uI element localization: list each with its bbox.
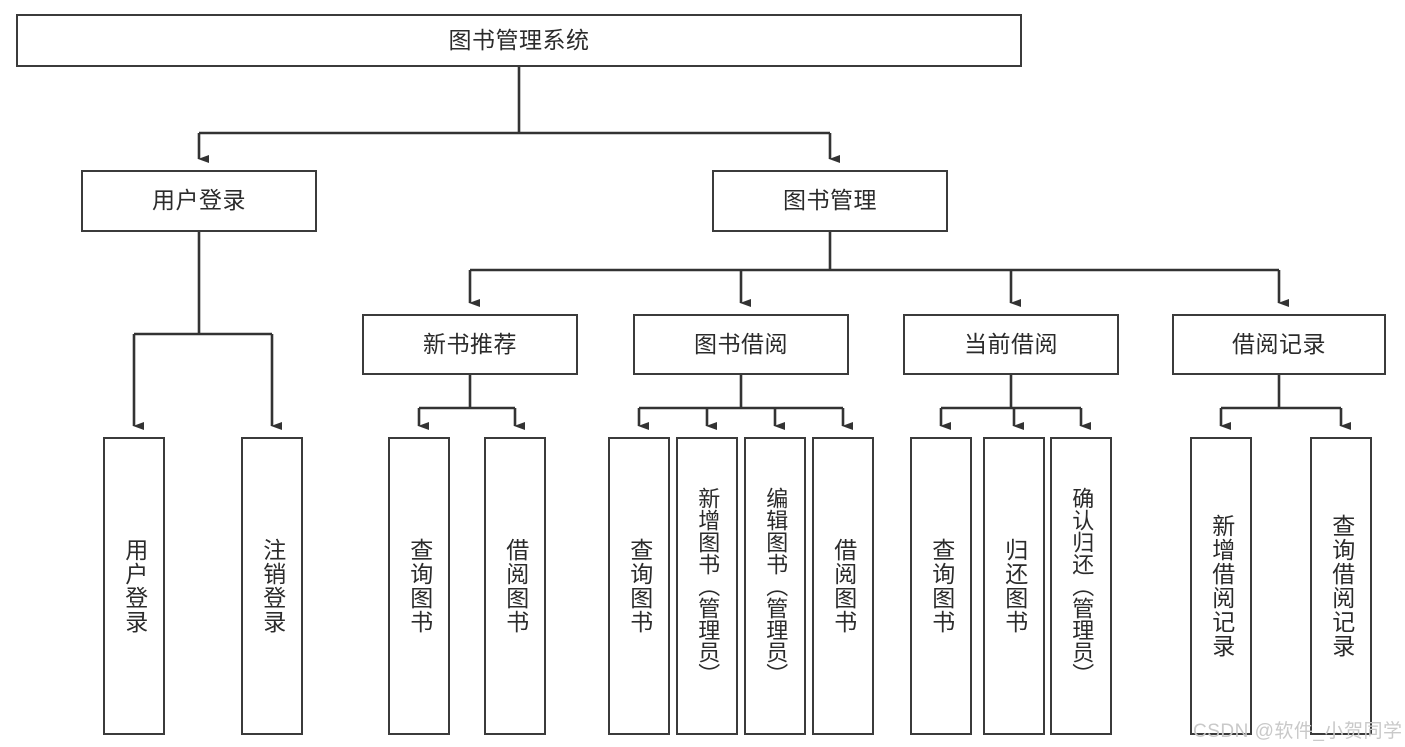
node-label: 借阅图书 bbox=[830, 538, 857, 634]
node-label: 图书借阅 bbox=[694, 330, 788, 357]
leaf-node-leaf-add-borrow-record: 新增借阅记录 bbox=[1190, 437, 1252, 735]
node-label: 查询图书 bbox=[928, 538, 955, 634]
node-current-borrow: 当前借阅 bbox=[903, 314, 1119, 375]
node-label: 用户登录 bbox=[121, 538, 148, 634]
node-book-borrow: 图书借阅 bbox=[633, 314, 849, 375]
node-label: 查询借阅记录 bbox=[1328, 514, 1355, 658]
node-book-manage: 图书管理 bbox=[712, 170, 948, 232]
leaf-node-leaf-borrow-book-2: 借阅图书 bbox=[812, 437, 874, 735]
node-borrow-record: 借阅记录 bbox=[1172, 314, 1386, 375]
node-label: 借阅图书 bbox=[502, 538, 529, 634]
leaf-node-leaf-query-book-2: 查询图书 bbox=[608, 437, 670, 735]
node-new-book-recommend: 新书推荐 bbox=[362, 314, 578, 375]
node-label: 当前借阅 bbox=[964, 330, 1058, 357]
node-label: 用户登录 bbox=[152, 187, 246, 214]
node-label: 编辑图书（管理员） bbox=[763, 487, 789, 685]
node-label: 图书管理 bbox=[783, 187, 877, 214]
node-label: 查询图书 bbox=[406, 538, 433, 634]
leaf-node-leaf-query-book-1: 查询图书 bbox=[388, 437, 450, 735]
node-label: 查询图书 bbox=[626, 538, 653, 634]
root-node-root: 图书管理系统 bbox=[16, 14, 1022, 67]
leaf-node-leaf-user-logout: 注销登录 bbox=[241, 437, 303, 735]
node-label: 新增图书（管理员） bbox=[695, 487, 721, 685]
node-label: 新增借阅记录 bbox=[1208, 514, 1235, 658]
node-label: 借阅记录 bbox=[1232, 330, 1326, 357]
leaf-node-leaf-edit-book-admin: 编辑图书（管理员） bbox=[744, 437, 806, 735]
leaf-node-leaf-confirm-return-admin: 确认归还（管理员） bbox=[1050, 437, 1112, 735]
node-label: 新书推荐 bbox=[423, 330, 517, 357]
node-label: 归还图书 bbox=[1001, 538, 1028, 634]
leaf-node-leaf-query-book-3: 查询图书 bbox=[910, 437, 972, 735]
leaf-node-leaf-borrow-book-1: 借阅图书 bbox=[484, 437, 546, 735]
node-user-login: 用户登录 bbox=[81, 170, 317, 232]
node-label: 确认归还（管理员） bbox=[1069, 487, 1095, 685]
leaf-node-leaf-return-book: 归还图书 bbox=[983, 437, 1045, 735]
node-label: 注销登录 bbox=[259, 538, 286, 634]
leaf-node-leaf-query-borrow-record: 查询借阅记录 bbox=[1310, 437, 1372, 735]
leaf-node-leaf-add-book-admin: 新增图书（管理员） bbox=[676, 437, 738, 735]
node-label: 图书管理系统 bbox=[448, 26, 590, 53]
leaf-node-leaf-user-login: 用户登录 bbox=[103, 437, 165, 735]
